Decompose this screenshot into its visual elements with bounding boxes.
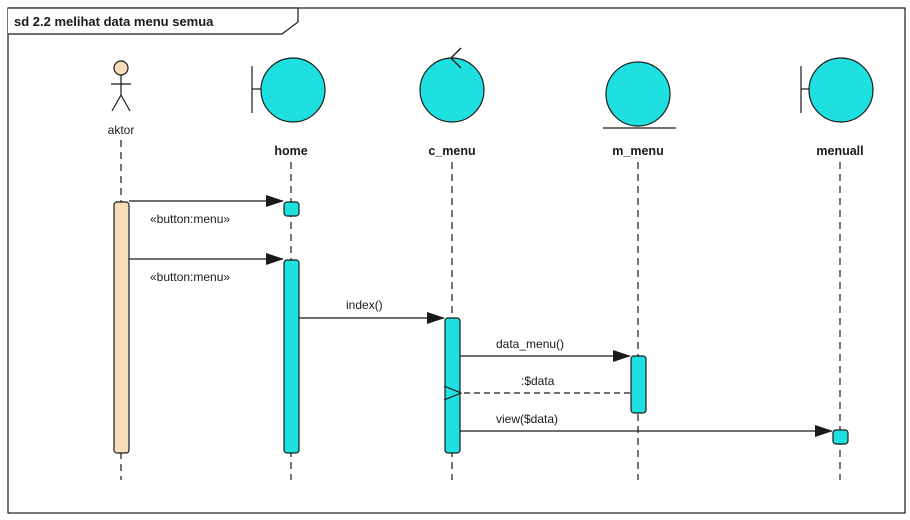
activation-m_menu — [630, 355, 647, 414]
activation-c_menu — [444, 317, 461, 454]
activation-aktor — [113, 201, 130, 454]
lifeline-head-home: home — [251, 57, 326, 158]
lifeline-head-c_menu: c_menu — [419, 47, 485, 158]
message-label-button-menu-2: «button:menu» — [150, 270, 230, 284]
message-label-view-data: view($data) — [496, 412, 558, 426]
actor-leg-right — [120, 94, 131, 112]
lifeline-name-menuall: menuall — [816, 144, 863, 158]
lifeline-head-m_menu: m_menu — [603, 61, 676, 158]
boundary-circle-icon — [808, 57, 874, 123]
message-label-data-menu: data_menu() — [496, 337, 564, 351]
lifeline-head-menuall: menuall — [800, 57, 874, 158]
actor-leg-left — [111, 94, 122, 112]
activation-home-1 — [283, 201, 300, 217]
lifeline-name-home: home — [274, 144, 307, 158]
frame-title: sd 2.2 melihat data menu semua — [14, 14, 214, 29]
lifeline-name-c_menu: c_menu — [428, 144, 475, 158]
activation-menuall — [832, 429, 849, 445]
actor-name: aktor — [108, 123, 135, 137]
actor-head — [113, 60, 129, 76]
frame-title-tab — [8, 7, 299, 35]
message-label-index: index() — [346, 298, 383, 312]
lifeline-name-m_menu: m_menu — [612, 144, 663, 158]
interaction-frame — [7, 7, 906, 514]
message-label-button-menu-1: «button:menu» — [150, 212, 230, 226]
activation-home-2 — [283, 259, 300, 454]
actor-aktor: aktor — [108, 60, 135, 137]
boundary-circle-icon — [260, 57, 326, 123]
control-arrow-icon — [450, 47, 462, 69]
control-circle-icon — [419, 57, 485, 123]
message-label-return-data: :$data — [521, 374, 555, 388]
entity-circle-icon — [605, 61, 671, 127]
